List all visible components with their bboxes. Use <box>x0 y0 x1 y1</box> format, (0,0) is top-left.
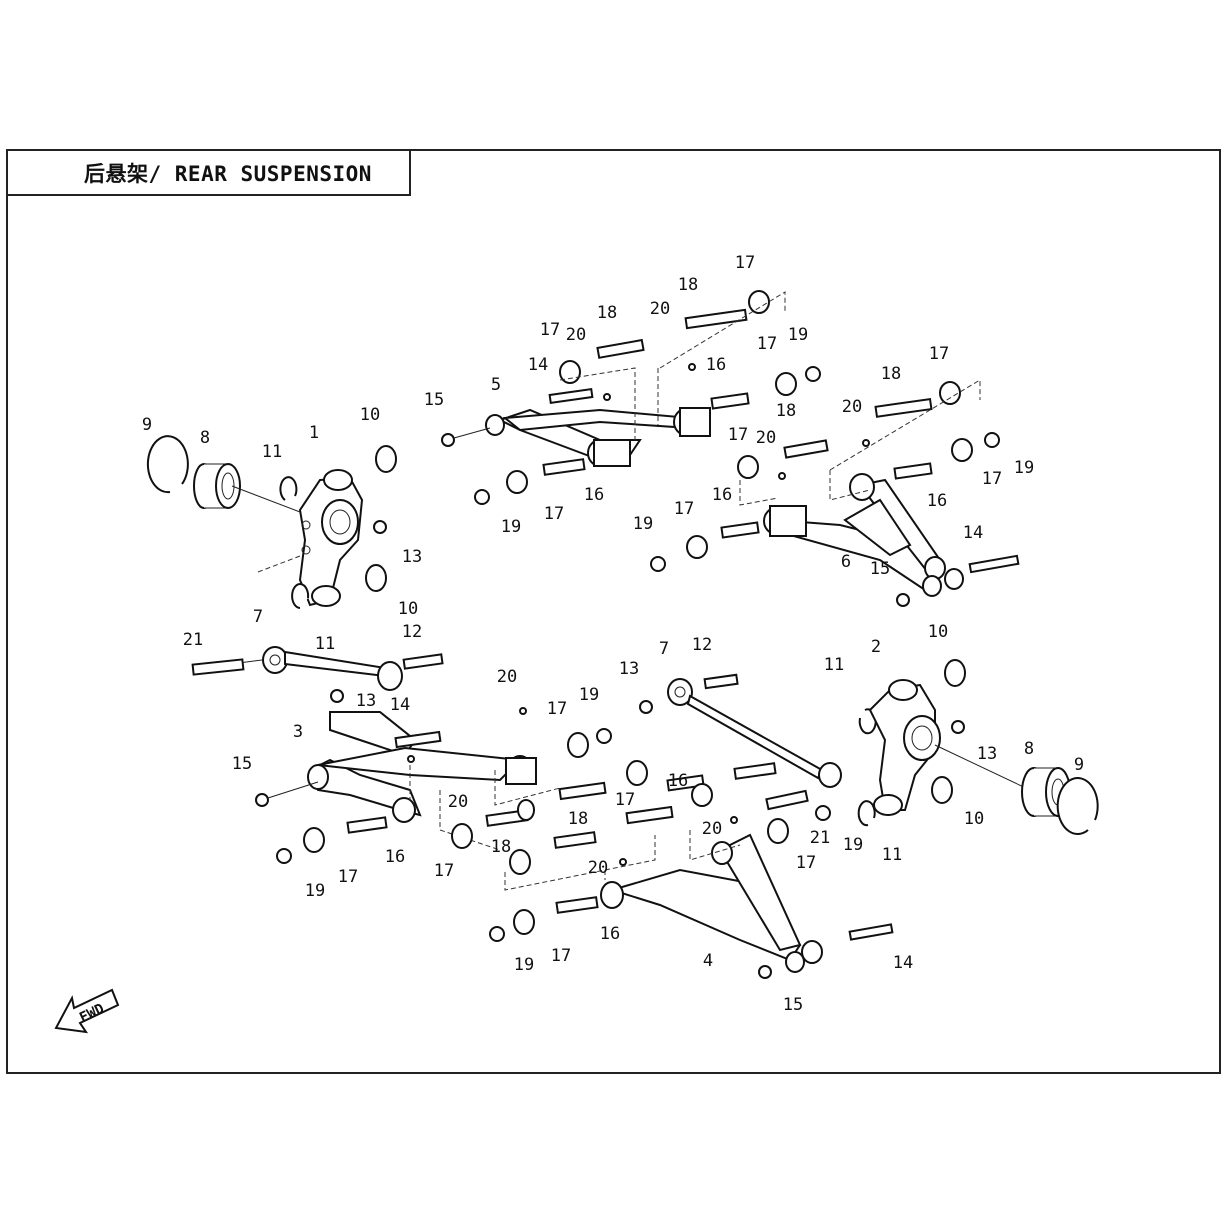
left-toe-link-assembly <box>191 646 444 703</box>
callout-20: 20 <box>588 858 608 878</box>
callout-13: 13 <box>619 659 639 679</box>
upper-arm-5 <box>441 290 821 505</box>
callout-20: 20 <box>650 299 670 319</box>
lower-right-arm-4 <box>489 805 894 979</box>
callout-17: 17 <box>735 253 755 273</box>
page-title: 后悬架/ REAR SUSPENSION <box>84 161 372 186</box>
callout-14: 14 <box>893 953 913 973</box>
callout-18: 18 <box>597 303 617 323</box>
callout-19: 19 <box>633 514 653 534</box>
callout-20: 20 <box>448 792 468 812</box>
callout-20: 20 <box>756 428 776 448</box>
callout-20: 20 <box>842 397 862 417</box>
right-toe-link-assembly <box>639 673 842 811</box>
callout-18: 18 <box>491 837 511 857</box>
callout-17: 17 <box>757 334 777 354</box>
callout-19: 19 <box>843 835 863 855</box>
callout-15: 15 <box>424 390 444 410</box>
callout-3: 3 <box>293 722 303 742</box>
callout-19: 19 <box>1014 458 1034 478</box>
center-left-bushings <box>451 707 777 891</box>
callout-16: 16 <box>600 924 620 944</box>
callout-14: 14 <box>963 523 983 543</box>
callout-10: 10 <box>964 809 984 829</box>
callout-7: 7 <box>253 607 263 627</box>
callout-17: 17 <box>674 499 694 519</box>
callout-10: 10 <box>398 599 418 619</box>
callout-18: 18 <box>881 364 901 384</box>
callout-16: 16 <box>385 847 405 867</box>
callout-8: 8 <box>1024 739 1034 759</box>
callout-13: 13 <box>977 744 997 764</box>
callout-19: 19 <box>788 325 808 345</box>
callout-12: 12 <box>402 622 422 642</box>
callout-13: 13 <box>356 691 376 711</box>
callout-11: 11 <box>315 634 335 654</box>
callout-16: 16 <box>927 491 947 511</box>
upper-arm-6 <box>650 379 1020 607</box>
title-box: 后悬架/ REAR SUSPENSION <box>6 149 411 196</box>
callout-20: 20 <box>566 325 586 345</box>
callout-20: 20 <box>702 819 722 839</box>
callout-17: 17 <box>434 861 454 881</box>
callout-15: 15 <box>783 995 803 1015</box>
callout-21: 21 <box>810 828 830 848</box>
callout-14: 14 <box>390 695 410 715</box>
diagram-sheet-border <box>6 149 1221 1074</box>
callout-15: 15 <box>870 559 890 579</box>
callout-17: 17 <box>540 320 560 340</box>
callout-17: 17 <box>615 790 635 810</box>
fwd-arrow: FWD <box>54 988 120 1034</box>
callout-18: 18 <box>776 401 796 421</box>
callout-11: 11 <box>882 845 902 865</box>
callout-labels: 1 10 11 9 8 13 10 11 7 21 12 13 14 3 15 20 16 17 19 20 17 19 1… <box>142 253 1084 1015</box>
callout-12: 12 <box>692 635 712 655</box>
callout-21: 21 <box>183 630 203 650</box>
callout-14: 14 <box>528 355 548 375</box>
callout-19: 19 <box>305 881 325 901</box>
callout-19: 19 <box>501 517 521 537</box>
callout-15: 15 <box>232 754 252 774</box>
callout-6: 6 <box>841 552 851 572</box>
callout-17: 17 <box>982 469 1002 489</box>
callout-19: 19 <box>579 685 599 705</box>
callout-18: 18 <box>568 809 588 829</box>
callout-16: 16 <box>712 485 732 505</box>
callout-10: 10 <box>928 622 948 642</box>
callout-20: 20 <box>497 667 517 687</box>
callout-17: 17 <box>796 853 816 873</box>
callout-11: 11 <box>262 442 282 462</box>
right-knuckle-assembly <box>857 659 1099 835</box>
callout-17: 17 <box>728 425 748 445</box>
callout-9: 9 <box>1074 755 1084 775</box>
callout-19: 19 <box>514 955 534 975</box>
callout-10: 10 <box>360 405 380 425</box>
callout-1: 1 <box>309 423 319 443</box>
callout-8: 8 <box>200 428 210 448</box>
callout-16: 16 <box>706 355 726 375</box>
callout-17: 17 <box>544 504 564 524</box>
callout-17: 17 <box>338 867 358 887</box>
callout-9: 9 <box>142 415 152 435</box>
callout-2: 2 <box>871 637 881 657</box>
callout-16: 16 <box>668 771 688 791</box>
callout-18: 18 <box>678 275 698 295</box>
callout-17: 17 <box>547 699 567 719</box>
lower-left-arm-3 <box>255 711 537 864</box>
callout-17: 17 <box>551 946 571 966</box>
callout-16: 16 <box>584 485 604 505</box>
callout-11: 11 <box>824 655 844 675</box>
callout-17: 17 <box>929 344 949 364</box>
callout-13: 13 <box>402 547 422 567</box>
callout-5: 5 <box>491 375 501 395</box>
left-knuckle-assembly <box>146 435 397 609</box>
callout-7: 7 <box>659 639 669 659</box>
callout-4: 4 <box>703 951 713 971</box>
